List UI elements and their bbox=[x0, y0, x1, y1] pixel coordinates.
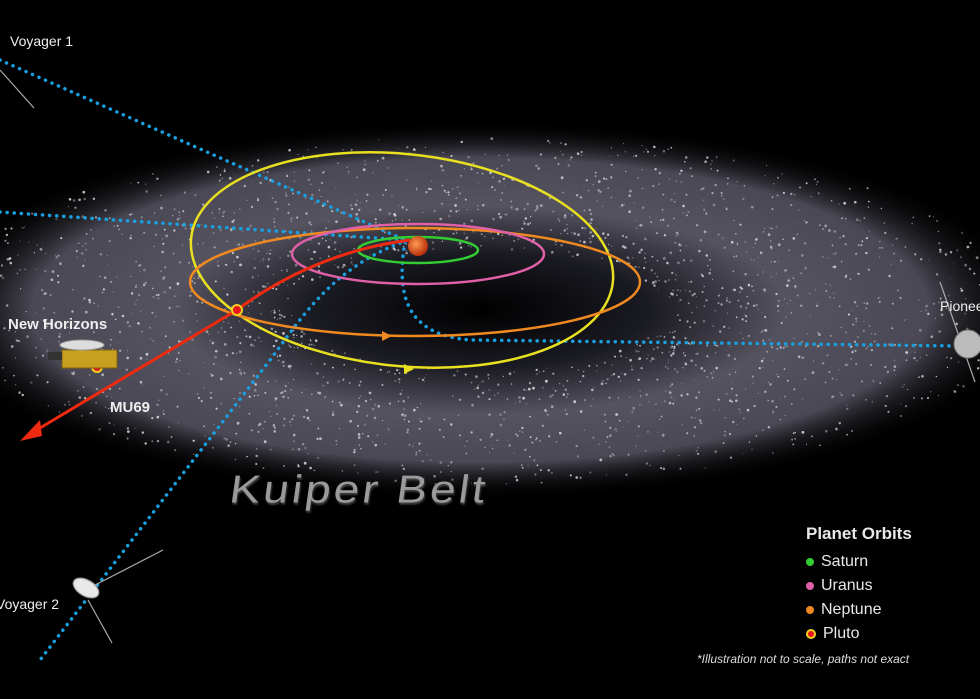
voyager2-path bbox=[38, 241, 402, 662]
neptune-dot-icon bbox=[806, 606, 814, 614]
voyager2-spacecraft-icon bbox=[72, 549, 164, 644]
legend-item-neptune: Neptune bbox=[806, 598, 912, 622]
saturn-dot-icon bbox=[806, 558, 814, 566]
new-horizons-label: New Horizons bbox=[8, 316, 108, 333]
mu69-label: MU69 bbox=[110, 399, 151, 416]
voyager1-path bbox=[0, 58, 407, 242]
pluto-dot-icon bbox=[806, 629, 816, 639]
new-horizons-path bbox=[29, 238, 411, 436]
legend-item-pluto: Pluto bbox=[806, 622, 912, 646]
disclaimer-note: *Illustration not to scale, paths not ex… bbox=[697, 652, 910, 666]
legend-item-uranus: Uranus bbox=[806, 574, 912, 598]
pluto-direction-arrow bbox=[404, 364, 414, 374]
new-horizons-spacecraft-icon bbox=[48, 339, 118, 369]
voyager1-label: Voyager 1 bbox=[10, 33, 74, 49]
pluto-marker bbox=[231, 304, 243, 316]
belt-speckles bbox=[0, 137, 980, 485]
neptune-orbit bbox=[188, 226, 642, 338]
legend-item-saturn: Saturn bbox=[806, 550, 912, 574]
legend-label: Neptune bbox=[821, 601, 882, 618]
legend: Planet Orbits Saturn Uranus Neptune Plut… bbox=[806, 524, 912, 646]
legend-label: Pluto bbox=[823, 625, 860, 642]
new-horizons-arrowhead bbox=[20, 420, 42, 441]
uranus-orbit bbox=[290, 222, 546, 286]
kuiper-belt-title: Kuiper Belt bbox=[226, 466, 492, 512]
uranus-dot-icon bbox=[806, 582, 814, 590]
pioneer-spacecraft-icon bbox=[939, 281, 980, 383]
legend-label: Uranus bbox=[821, 577, 873, 594]
legend-label: Saturn bbox=[821, 553, 869, 570]
pioneer-label: Pioneer bbox=[940, 298, 980, 314]
pluto-orbit bbox=[189, 151, 615, 369]
voyager1-spacecraft-icon bbox=[0, 69, 35, 109]
sun bbox=[408, 236, 428, 256]
legend-title: Planet Orbits bbox=[806, 524, 912, 543]
neptune-direction-arrow bbox=[382, 331, 392, 341]
voyager2-label: Voyager 2 bbox=[0, 596, 60, 612]
kuiper-belt bbox=[0, 120, 980, 500]
